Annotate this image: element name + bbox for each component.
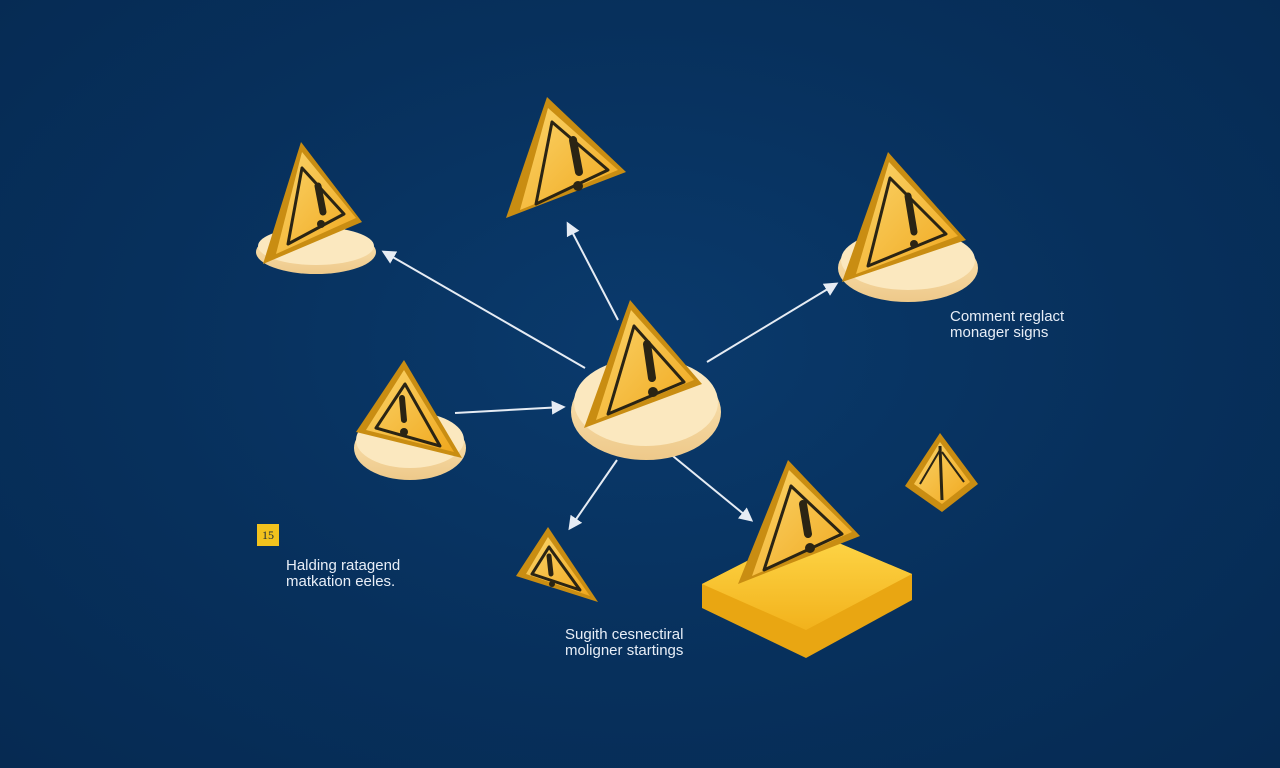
- warning-triangle-icon: [905, 433, 978, 512]
- exclamation-icon: [399, 395, 408, 436]
- node-top: [506, 97, 626, 218]
- exclamation-icon: [904, 192, 918, 248]
- warning-triangle-icon: [584, 300, 702, 428]
- edge-center-to-top-right: [706, 282, 839, 363]
- node-top-left: [256, 142, 376, 274]
- warning-triangle-icon: [738, 460, 860, 584]
- exclamation-icon: [799, 500, 815, 553]
- caption-left-line-1: Halding ratagend: [286, 557, 401, 574]
- node-bottom-mid: [516, 527, 598, 602]
- node-mid-left: [354, 360, 466, 480]
- exclamation-icon: [569, 136, 583, 191]
- node-far-right: [905, 433, 978, 512]
- caption-bottom-line-2: moligner startings: [565, 642, 684, 659]
- edge-center-to-bottom-right: [667, 451, 754, 522]
- edge-mid-left-to-center: [454, 400, 566, 415]
- node-bottom-right: [702, 460, 912, 658]
- node-center-hub: [571, 300, 721, 460]
- edge-center-to-top-left: [381, 250, 586, 369]
- caption-bottom: Sugith cesnectiral moligner startings: [565, 627, 683, 659]
- caption-right-line-1: Comment reglact: [950, 308, 1065, 325]
- caption-right: Comment reglact monager signs: [950, 309, 1064, 341]
- number-badge: 15: [257, 524, 279, 546]
- warning-triangle-icon: [842, 152, 966, 282]
- warning-triangle-icon: [506, 97, 626, 218]
- warning-triangle-icon: [516, 527, 598, 602]
- caption-left: Halding ratagend matkation eeles.: [286, 558, 400, 590]
- caption-bottom-line-1: Sugith cesnectiral: [565, 626, 684, 643]
- caption-left-line-2: matkation eeles.: [286, 573, 396, 590]
- edge-center-to-top: [566, 221, 619, 321]
- exclamation-icon: [643, 340, 658, 397]
- caption-right-line-2: monager signs: [950, 324, 1049, 341]
- node-top-right: [838, 152, 978, 302]
- warning-triangle-icon: [356, 360, 462, 458]
- exclamation-icon: [314, 182, 327, 228]
- edge-center-to-bottom-mid: [568, 459, 618, 531]
- warning-triangle-icon: [263, 142, 362, 264]
- exclamation-icon: [546, 553, 555, 587]
